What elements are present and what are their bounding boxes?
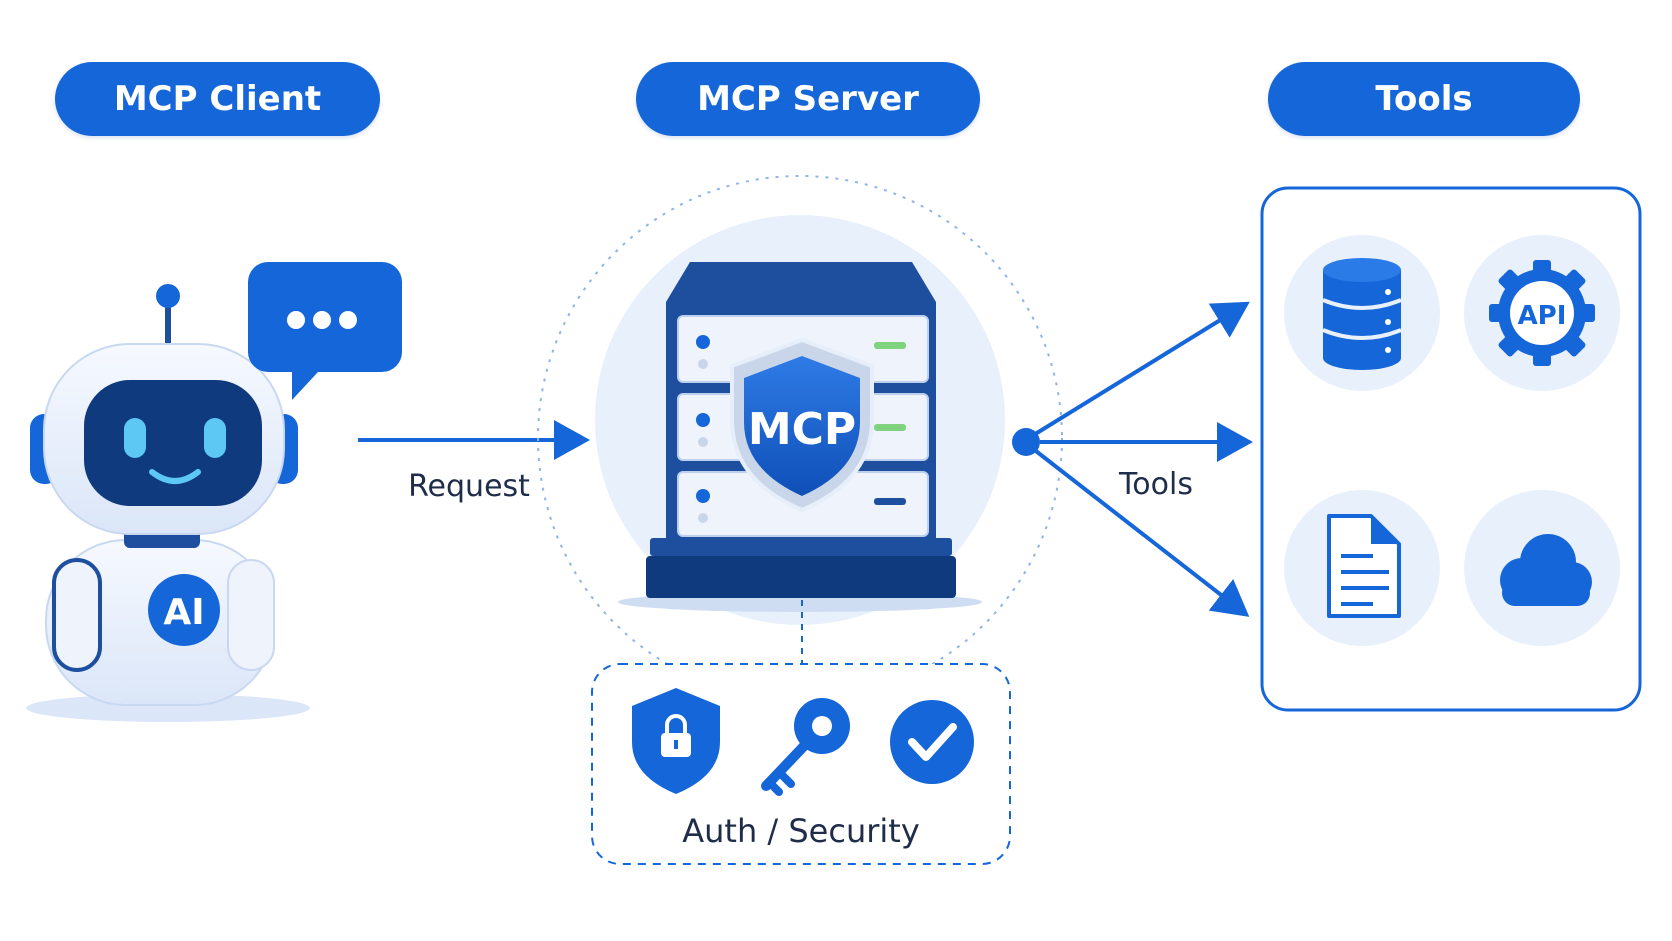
tools-header: Tools bbox=[1268, 62, 1580, 136]
ai-badge bbox=[148, 574, 220, 646]
tools-panel: API bbox=[1260, 186, 1642, 712]
check-circle-icon bbox=[890, 700, 974, 784]
cloud-icon bbox=[1500, 534, 1592, 606]
document-icon bbox=[1327, 514, 1401, 618]
auth-security-box: Auth / Security bbox=[591, 663, 1011, 865]
robot-shadow bbox=[26, 694, 310, 722]
robot-left-eye bbox=[124, 418, 146, 458]
robot-right-eye bbox=[204, 418, 226, 458]
request-label: Request bbox=[408, 469, 530, 504]
key-icon bbox=[761, 698, 850, 796]
api-label: API bbox=[1518, 301, 1567, 331]
mcp-shield-icon bbox=[730, 337, 874, 513]
auth-security-label: Auth / Security bbox=[682, 812, 920, 850]
tools-arrow-label: Tools bbox=[1118, 467, 1193, 502]
tools-arrows bbox=[1012, 301, 1253, 617]
mcp-shield-text: MCP bbox=[748, 404, 856, 455]
mcp-server-node: MCP bbox=[537, 175, 1063, 701]
ai-robot-client: AI bbox=[26, 262, 402, 722]
mcp-server-header: MCP Server bbox=[636, 62, 980, 136]
speech-bubble-icon bbox=[248, 262, 402, 400]
ai-badge-text: AI bbox=[163, 592, 204, 633]
shield-lock-icon bbox=[632, 688, 720, 794]
mcp-client-header: MCP Client bbox=[55, 62, 380, 136]
database-icon bbox=[1322, 258, 1402, 370]
api-gear-icon bbox=[1489, 260, 1595, 366]
